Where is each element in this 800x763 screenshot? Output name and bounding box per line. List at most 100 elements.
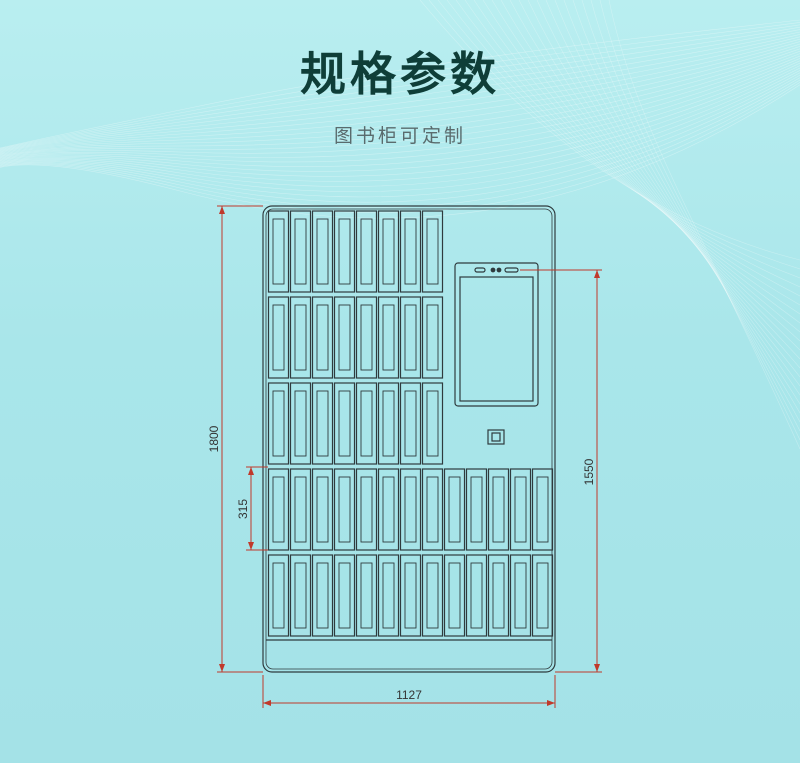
- locker-door-window: [404, 390, 417, 457]
- locker-door: [377, 468, 400, 551]
- wave-line: [608, 0, 800, 450]
- locker-door: [355, 210, 378, 293]
- wave-line: [0, 26, 800, 151]
- wave-line: [0, 38, 800, 155]
- locker-door: [267, 468, 290, 551]
- locker-door-window: [382, 218, 395, 285]
- locker-door-window: [360, 476, 373, 543]
- locker-door-window: [404, 476, 417, 543]
- arrow-door-top: [248, 467, 254, 475]
- wave-line: [491, 0, 800, 333]
- locker-door: [289, 468, 312, 551]
- locker-door-window: [536, 476, 549, 543]
- locker-door-window: [514, 476, 527, 543]
- locker-door: [333, 382, 356, 465]
- wave-line: [518, 0, 800, 360]
- locker-door-window: [382, 390, 395, 457]
- locker-door: [509, 468, 532, 551]
- wave-line: [0, 60, 800, 167]
- locker-door: [421, 382, 444, 465]
- wave-line: [464, 0, 800, 306]
- locker-door: [355, 382, 378, 465]
- arrow-total-top: [219, 206, 225, 214]
- wave-line: [509, 0, 800, 351]
- locker-door: [267, 210, 290, 293]
- wave-line: [0, 43, 800, 156]
- locker-door-window: [426, 218, 439, 285]
- locker-door: [421, 210, 444, 293]
- locker-door: [421, 468, 444, 551]
- locker-door-window: [272, 218, 285, 285]
- wave-line: [0, 19, 800, 149]
- locker-door: [311, 382, 334, 465]
- locker-door: [443, 468, 466, 551]
- wave-line: [437, 0, 800, 279]
- locker-door: [531, 468, 554, 551]
- dimension-label-screen-height: 1550: [582, 458, 596, 485]
- wave-line: [0, 24, 800, 150]
- arrow-total-bottom: [219, 664, 225, 672]
- control-panel-frame: [454, 262, 539, 407]
- dimension-label-door-height: 315: [236, 499, 250, 519]
- wave-line: [0, 36, 800, 154]
- locker-door-window: [404, 304, 417, 371]
- locker-door: [399, 554, 422, 637]
- wave-line: [590, 0, 800, 432]
- wave-line: [473, 0, 800, 315]
- locker-door-window: [382, 562, 395, 629]
- wave-line: [599, 0, 800, 441]
- locker-door: [399, 210, 422, 293]
- arrow-door-bottom: [248, 542, 254, 550]
- locker-door: [531, 554, 554, 637]
- locker-door: [289, 382, 312, 465]
- wave-line: [0, 53, 800, 159]
- locker-door-window: [294, 218, 307, 285]
- locker-door: [333, 210, 356, 293]
- locker-door: [289, 210, 312, 293]
- locker-door-window: [272, 476, 285, 543]
- locker-door: [377, 382, 400, 465]
- card-reader-inner: [491, 432, 501, 442]
- wave-line: [0, 34, 800, 153]
- locker-door-window: [360, 562, 373, 629]
- wave-line: [0, 70, 800, 187]
- wave-line: [581, 0, 800, 423]
- page-subtitle: 图书柜可定制: [333, 125, 466, 147]
- locker-door: [289, 554, 312, 637]
- locker-door-window: [404, 562, 417, 629]
- locker-door: [311, 468, 334, 551]
- wave-line: [0, 48, 800, 158]
- locker-door-window: [294, 476, 307, 543]
- locker-door: [311, 554, 334, 637]
- arrow-screen-top: [594, 270, 600, 278]
- locker-door: [465, 468, 488, 551]
- locker-door-window: [470, 562, 483, 629]
- locker-door-window: [316, 562, 329, 629]
- locker-door: [399, 468, 422, 551]
- cabinet-frame: [262, 205, 556, 673]
- locker-door-window: [338, 390, 351, 457]
- locker-door-window: [316, 218, 329, 285]
- locker-door: [509, 554, 532, 637]
- wave-line: [545, 0, 800, 387]
- locker-door: [399, 296, 422, 379]
- locker-door-window: [492, 476, 505, 543]
- wave-line: [500, 0, 800, 342]
- wave-line: [0, 58, 800, 163]
- locker-door: [377, 296, 400, 379]
- locker-door-window: [360, 218, 373, 285]
- locker-door: [267, 296, 290, 379]
- locker-door: [399, 382, 422, 465]
- card-reader-icon: [487, 429, 505, 445]
- locker-door: [333, 468, 356, 551]
- locker-door-window: [426, 476, 439, 543]
- locker-door-window: [470, 476, 483, 543]
- locker-door-window: [426, 562, 439, 629]
- locker-door-window: [360, 304, 373, 371]
- arrow-screen-bottom: [594, 664, 600, 672]
- indicator-right: [504, 267, 519, 273]
- wave-line: [482, 0, 800, 324]
- wave-line: [536, 0, 800, 378]
